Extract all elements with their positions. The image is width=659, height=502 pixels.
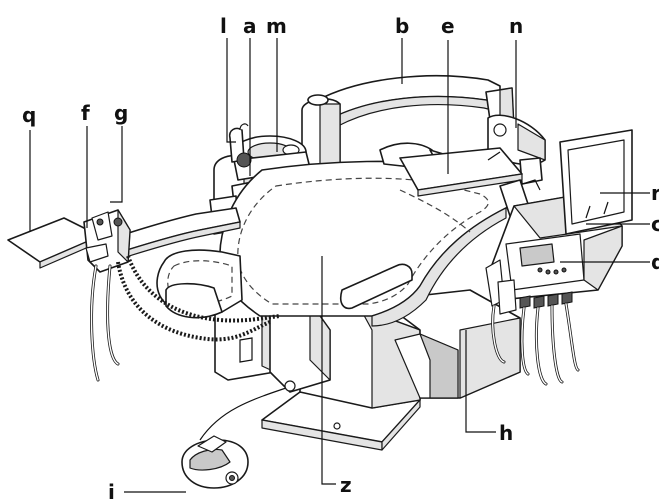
label-g: g bbox=[114, 101, 128, 125]
label-b: b bbox=[395, 14, 409, 38]
label-r: r bbox=[651, 181, 659, 205]
label-h: h bbox=[499, 421, 513, 445]
label-m: m bbox=[266, 14, 287, 38]
label-e: e bbox=[441, 14, 455, 38]
label-f: f bbox=[81, 101, 90, 125]
foot-control bbox=[181, 380, 296, 489]
callout-labels: l a m b e n q f g r c d h z i bbox=[22, 14, 659, 502]
label-c: c bbox=[651, 212, 659, 236]
label-q: q bbox=[22, 103, 36, 127]
label-n: n bbox=[509, 14, 523, 38]
callout-lines bbox=[29, 38, 650, 493]
assistant-element bbox=[7, 207, 281, 382]
label-a: a bbox=[243, 14, 257, 38]
instrument-tray bbox=[399, 147, 523, 197]
label-z: z bbox=[340, 473, 352, 497]
label-d: d bbox=[651, 250, 659, 274]
doctor-element bbox=[485, 129, 633, 386]
label-i: i bbox=[108, 480, 115, 502]
label-l: l bbox=[220, 14, 227, 38]
